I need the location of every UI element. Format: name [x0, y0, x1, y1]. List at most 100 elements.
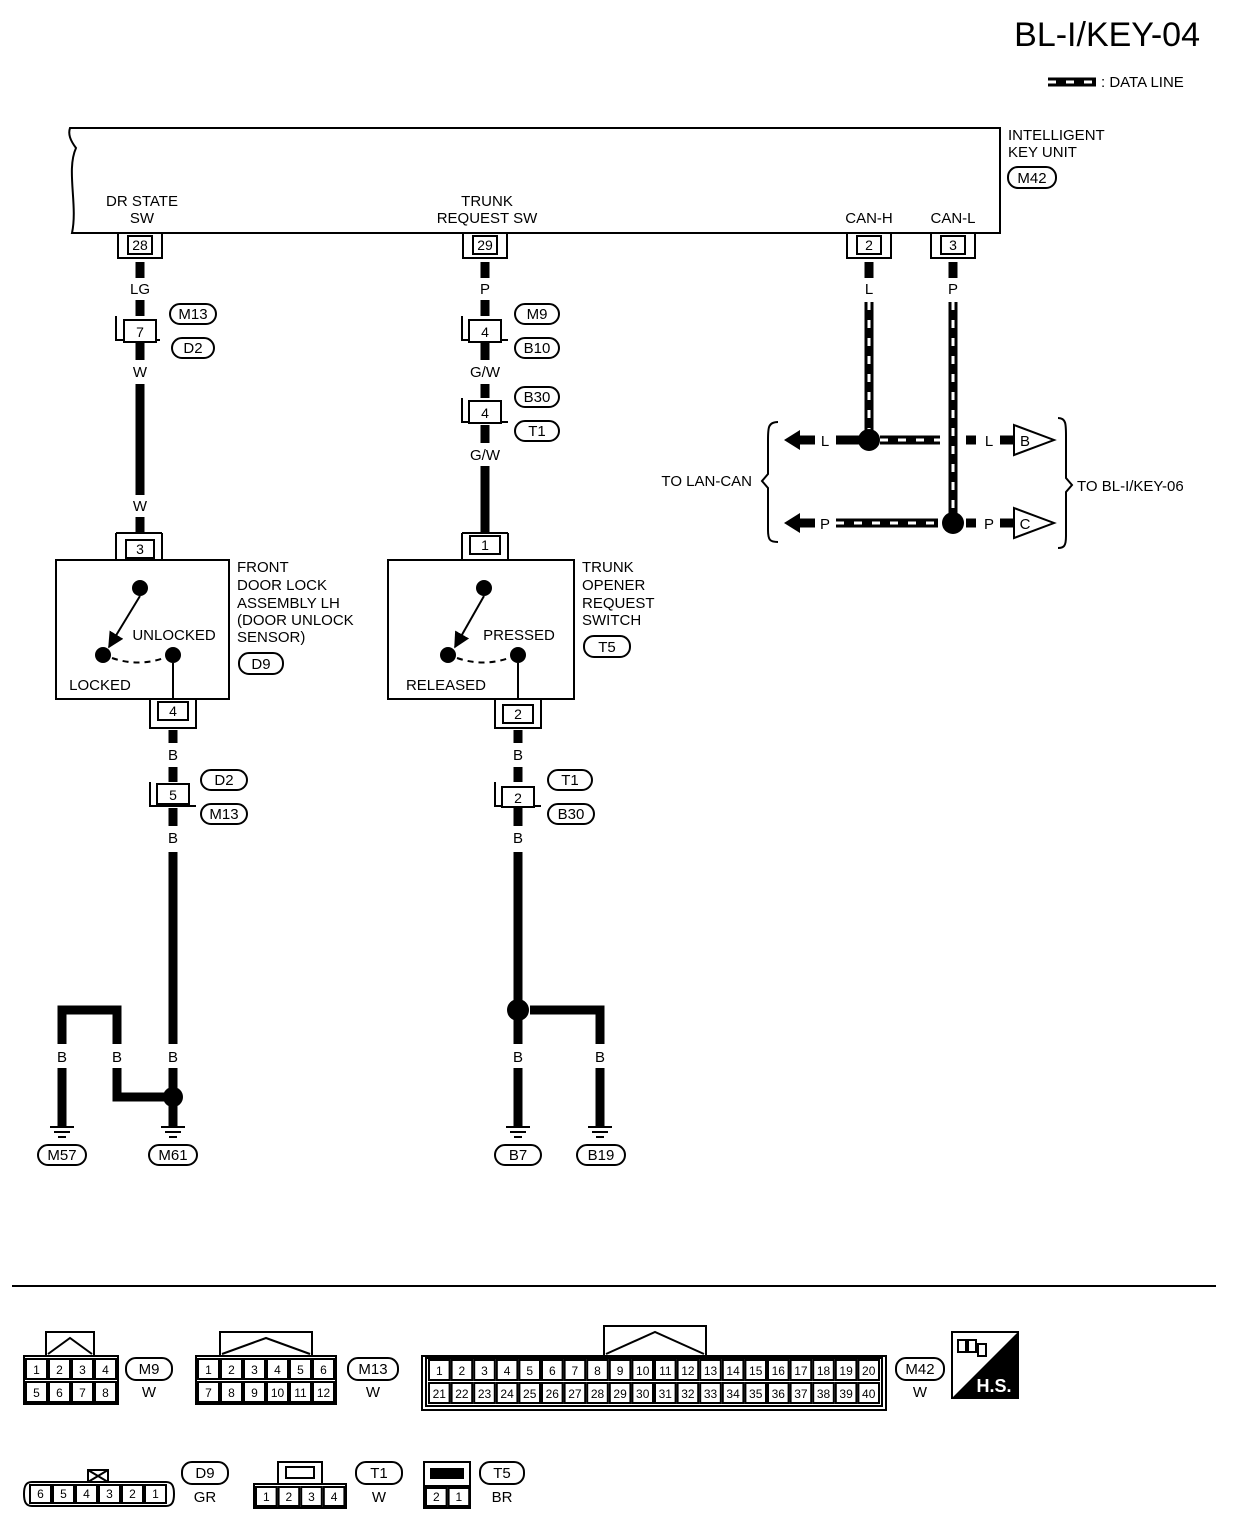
connector-cell [447, 1487, 471, 1507]
svg-text:W: W [142, 1384, 157, 1401]
connector-cell [631, 1382, 655, 1404]
connector-pin-label: 20 [862, 1364, 876, 1378]
connector-pin-label: 37 [794, 1387, 808, 1401]
unit-name-line1: INTELLIGENT [1008, 127, 1105, 144]
connector-pin-label: 12 [317, 1386, 331, 1400]
connector-cell [721, 1359, 745, 1381]
connector-cell [767, 1359, 790, 1381]
svg-text:B: B [513, 747, 523, 764]
connector-cell [48, 1358, 71, 1380]
connector-cell [541, 1382, 564, 1404]
svg-text:BR: BR [492, 1489, 513, 1506]
connector-cell [586, 1359, 609, 1381]
connector-pin-label: 3 [251, 1363, 258, 1377]
connector-cell [266, 1381, 289, 1403]
connector-pin-label: 4 [102, 1363, 109, 1377]
svg-text:M9: M9 [527, 306, 548, 323]
connector-pin-label: 7 [572, 1364, 579, 1378]
badge-b19 [576, 1144, 626, 1166]
connector-pin-label: 18 [817, 1364, 831, 1378]
connector-pin-label: 5 [297, 1363, 304, 1377]
svg-text:2: 2 [514, 706, 522, 722]
svg-text:M13: M13 [358, 1361, 387, 1378]
ground-symbol-m61 [161, 1126, 185, 1138]
svg-text:W: W [372, 1489, 387, 1506]
badge-m13-a [169, 303, 217, 325]
hs-badge: H.S. [951, 1331, 1019, 1399]
connector-cell [676, 1359, 700, 1381]
badge-m9 [514, 303, 560, 325]
connector-cell [25, 1358, 48, 1380]
badge-t5 [583, 635, 631, 658]
svg-text:T5: T5 [598, 639, 616, 656]
connector-cell [312, 1381, 335, 1403]
svg-text:(DOOR UNLOCK: (DOOR UNLOCK [237, 612, 354, 629]
wire-w-2: W [133, 498, 148, 515]
svg-text:OPENER: OPENER [582, 577, 646, 594]
connector-cell [834, 1382, 858, 1404]
connector-cell [428, 1359, 451, 1381]
left-circuit: LG 7 M13 D2 W W 3 UNLOCKED LOCKED FRONT … [37, 262, 354, 1166]
svg-text:B: B [1020, 433, 1030, 450]
can-h-label: CAN-H [845, 210, 893, 227]
connector-cell [699, 1382, 722, 1404]
svg-text:2: 2 [514, 790, 522, 806]
connector-cell [473, 1359, 496, 1381]
connector-pin-label: 21 [433, 1387, 447, 1401]
connector-pin-label: 8 [228, 1386, 235, 1400]
svg-text:P: P [984, 516, 994, 533]
pos-locked: LOCKED [69, 677, 131, 694]
connector-cell [563, 1382, 587, 1404]
connector-pin-label: 6 [37, 1487, 44, 1501]
svg-text:P: P [820, 516, 830, 533]
connector-cell [98, 1484, 121, 1504]
svg-text:B19: B19 [588, 1147, 615, 1164]
pos-released: RELEASED [406, 677, 486, 694]
connector-pin-label: 6 [320, 1363, 327, 1377]
connector-cell [289, 1381, 312, 1403]
connector-pin-label: 17 [794, 1364, 808, 1378]
connector-cell [518, 1382, 542, 1404]
svg-text:D2: D2 [214, 772, 233, 789]
connector-pin-label: 2 [286, 1490, 293, 1504]
svg-text:28: 28 [132, 237, 148, 253]
dr-state-label-2: SW [130, 210, 155, 227]
svg-text:B30: B30 [558, 806, 585, 823]
connector-pin-label: 5 [526, 1364, 533, 1378]
connector-pin-label: 2 [56, 1363, 63, 1377]
svg-text:D2: D2 [183, 340, 202, 357]
svg-text:DOOR LOCK: DOOR LOCK [237, 577, 327, 594]
connector-pin-label: 1 [205, 1363, 212, 1377]
arrow-b [1013, 423, 1057, 457]
page-title: BL-I/KEY-04 [1014, 16, 1200, 54]
connector-pin-label: 11 [659, 1364, 672, 1378]
connector-cell [744, 1359, 768, 1381]
connector-pin-label: 1 [456, 1490, 463, 1504]
svg-text:M13: M13 [178, 306, 207, 323]
svg-text:29: 29 [477, 237, 493, 253]
connector-cell [744, 1382, 768, 1404]
arrow-c [1013, 506, 1057, 540]
ground-symbol-m57 [50, 1126, 74, 1138]
right-brace [1057, 417, 1074, 549]
badge-b30-a [514, 386, 560, 408]
connector-pin-label: 3 [481, 1364, 488, 1378]
can-circuit: L P L L B P P C TO LAN-CA [661, 262, 1184, 549]
connector-cell [518, 1359, 542, 1381]
connector-pin-label: 35 [749, 1387, 763, 1401]
connector-cell [52, 1484, 75, 1504]
connector-cell [197, 1358, 220, 1380]
connector-cell [676, 1382, 700, 1404]
middle-circuit: P 4 M9 B10 G/W 4 B30 T1 G/W 1 PRESSED RE… [387, 262, 655, 1166]
connector-pin-label: 3 [106, 1487, 113, 1501]
connector-cell [654, 1382, 677, 1404]
connector-pin-label: 24 [500, 1387, 514, 1401]
connector-cell [289, 1358, 312, 1380]
connector-pin-label: 27 [568, 1387, 582, 1401]
connector-cell [812, 1382, 835, 1404]
badge-d2-b [200, 769, 248, 791]
connector-cell [857, 1382, 881, 1404]
svg-text:D9: D9 [251, 656, 270, 673]
